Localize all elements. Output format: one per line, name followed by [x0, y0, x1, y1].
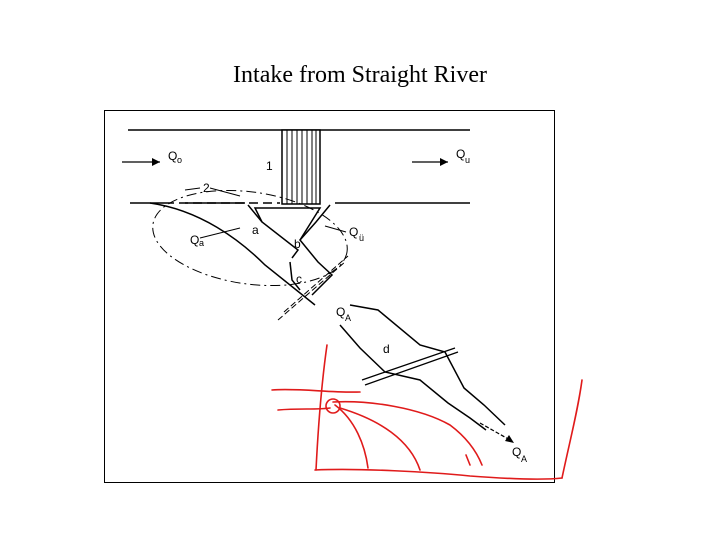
leader-lines: [184, 187, 347, 239]
label-q0-sub: o: [177, 155, 182, 165]
red-annotation: [271, 344, 583, 480]
label-qa-mid: Q: [336, 305, 345, 319]
label-qa-left-sub: a: [199, 238, 204, 248]
flow-arrow-upstream: [122, 158, 160, 166]
label-qa-mid-sub: A: [345, 313, 351, 323]
label-d: d: [383, 342, 390, 356]
figure-frame: [104, 110, 555, 483]
label-c: c: [296, 272, 302, 286]
label-2: 2: [203, 181, 210, 195]
label-b: b: [294, 237, 301, 251]
label-qa-end: Q: [512, 445, 521, 459]
label-1: 1: [266, 159, 273, 173]
label-a: a: [252, 223, 259, 237]
label-qu: Q: [456, 147, 465, 161]
label-qa-end-sub: A: [521, 454, 527, 464]
slide-title: Intake from Straight River: [233, 62, 487, 88]
label-qu-branch: Q: [349, 225, 358, 239]
label-qu-branch-sub: ü: [359, 233, 364, 243]
flow-arrow-downstream: [412, 158, 448, 166]
intake-zone-ellipse: [152, 189, 348, 287]
label-q0: Q: [168, 149, 177, 163]
intake-channel: [149, 202, 334, 306]
label-qa-left: Q: [190, 233, 199, 247]
gate-guides: [277, 255, 349, 321]
outlet-arrow: [479, 422, 514, 443]
pier-structure: [281, 129, 321, 205]
label-qu-sub: u: [465, 155, 470, 165]
settling-channel: [339, 304, 506, 431]
